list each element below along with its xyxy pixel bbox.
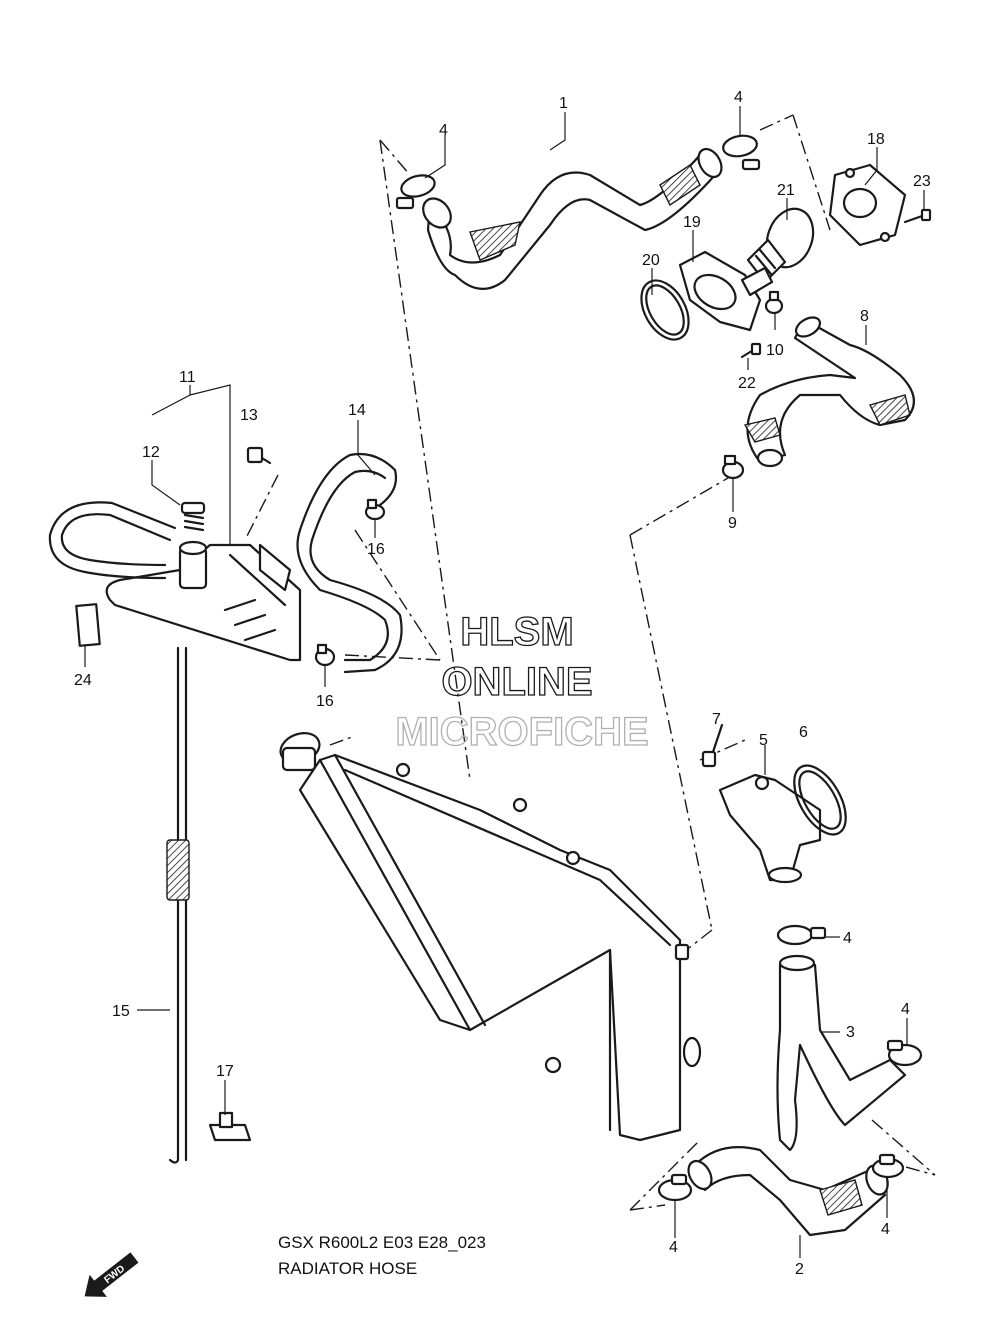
callout-12: 12 xyxy=(142,444,160,461)
clamp-10 xyxy=(764,290,784,315)
callout-7: 7 xyxy=(712,711,721,728)
callout-22: 22 xyxy=(738,375,756,392)
callout-4: 4 xyxy=(901,1001,910,1018)
hose-1 xyxy=(422,147,723,290)
callout-5: 5 xyxy=(759,732,768,749)
callout-11: 11 xyxy=(179,369,196,386)
reservoir-tank-11 xyxy=(105,540,302,662)
clamp-17 xyxy=(208,1111,252,1142)
bolt-22 xyxy=(740,342,762,359)
callout-1: 1 xyxy=(559,95,568,112)
label-24 xyxy=(75,603,101,647)
callout-labels: 1 2 3 4 4 4 4 4 4 5 6 7 8 9 10 11 12 13 … xyxy=(74,89,931,1278)
diagram-caption: GSX R600L2 E03 E28_023 RADIATOR HOSE xyxy=(278,1233,486,1278)
callout-24: 24 xyxy=(74,672,92,689)
callout-13: 13 xyxy=(240,407,258,424)
clamp-4-lower-left xyxy=(657,1173,693,1202)
gasket-6 xyxy=(793,764,847,836)
clamp-16-upper xyxy=(364,498,386,521)
watermark: HLSM ONLINE MICROFICHE xyxy=(395,609,650,754)
bolt-7 xyxy=(701,723,724,768)
clamp-4-middle xyxy=(776,924,827,946)
callout-16: 16 xyxy=(367,541,385,558)
callout-9: 9 xyxy=(728,515,737,532)
caption-code: GSX R600L2 E03 E28_023 xyxy=(278,1233,486,1252)
callout-17: 17 xyxy=(216,1063,234,1080)
bolt-13 xyxy=(246,446,272,465)
leader-lines xyxy=(84,106,925,1258)
watermark-line-1: HLSM xyxy=(460,610,573,654)
callout-14: 14 xyxy=(348,402,366,419)
callout-19: 19 xyxy=(683,214,701,231)
callout-23: 23 xyxy=(913,173,931,190)
overflow-hose-loop xyxy=(48,501,177,580)
bolt-23 xyxy=(903,208,932,224)
hose-2 xyxy=(687,1146,889,1237)
hose-14 xyxy=(296,452,403,674)
clamp-4-upper-right xyxy=(722,134,761,171)
callout-4: 4 xyxy=(843,930,852,947)
clamp-4-right xyxy=(886,1039,923,1067)
fwd-arrow-icon: FWD xyxy=(84,1252,139,1297)
callout-8: 8 xyxy=(860,308,869,325)
callout-20: 20 xyxy=(642,252,660,269)
callout-4: 4 xyxy=(439,122,448,139)
clamp-16-lower xyxy=(314,643,336,667)
watermark-line-2: ONLINE xyxy=(441,660,592,704)
hose-8 xyxy=(743,316,915,468)
callout-4: 4 xyxy=(881,1221,890,1238)
thermostat-cover-18 xyxy=(828,163,907,247)
clamp-4-lower-right xyxy=(871,1153,905,1179)
callout-18: 18 xyxy=(867,131,885,148)
callout-16: 16 xyxy=(316,693,334,710)
callout-3: 3 xyxy=(846,1024,855,1041)
callout-2: 2 xyxy=(795,1261,804,1278)
hose-3 xyxy=(776,954,907,1152)
callout-15: 15 xyxy=(112,1003,130,1020)
thermostat-case-19 xyxy=(678,250,774,332)
callout-4: 4 xyxy=(734,89,743,106)
callout-4: 4 xyxy=(669,1239,678,1256)
radiator xyxy=(279,732,702,1142)
clamp-9 xyxy=(721,454,745,480)
thermostat-21 xyxy=(746,207,815,284)
watermark-line-3: MICROFICHE xyxy=(395,710,648,754)
water-inlet-5 xyxy=(718,773,822,884)
callout-10: 10 xyxy=(766,342,784,359)
caption-title: RADIATOR HOSE xyxy=(278,1259,417,1278)
callout-6: 6 xyxy=(799,724,808,741)
callout-21: 21 xyxy=(777,182,795,199)
cap-12 xyxy=(180,501,206,532)
clamp-4-upper-left xyxy=(395,174,436,210)
hose-15 xyxy=(166,646,190,1164)
